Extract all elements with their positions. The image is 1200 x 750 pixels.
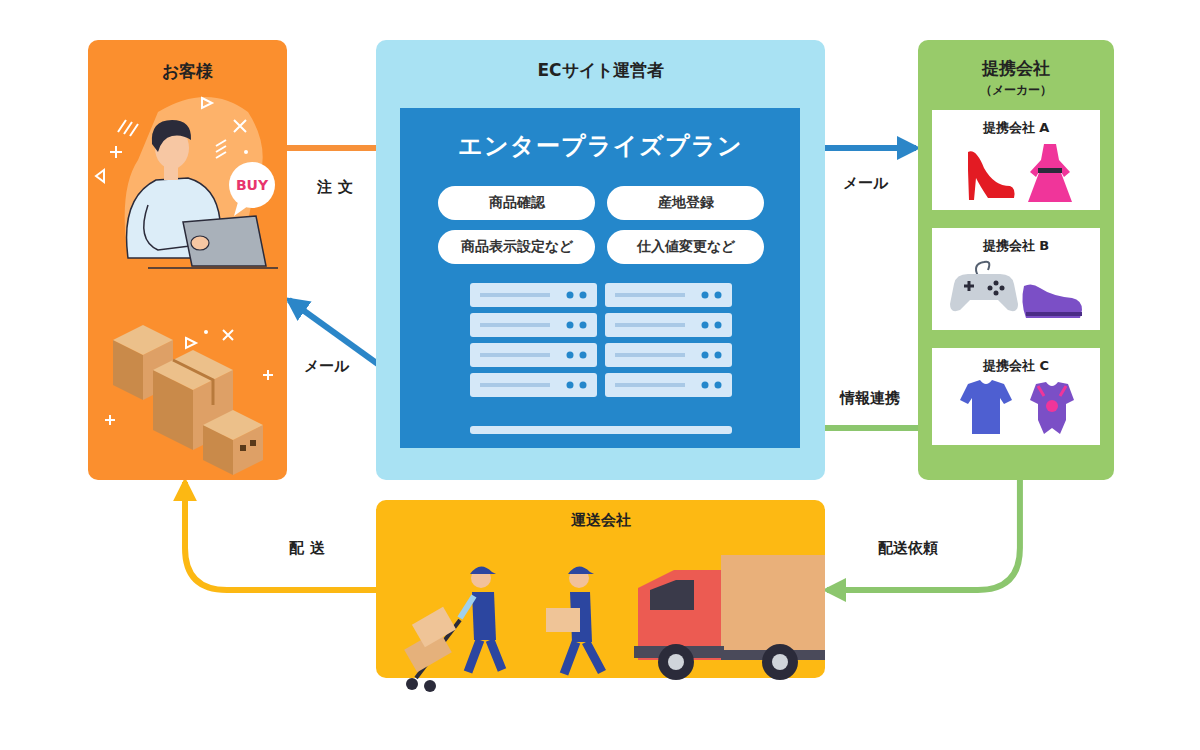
node-title: ECサイト運営者 [537, 59, 663, 82]
node-title: 商品確認 [489, 194, 545, 212]
node-title: お客様 [162, 60, 213, 83]
edge-label: 配送依頼 [875, 539, 941, 558]
node-title: 提携会社 [982, 57, 1050, 80]
feature-pill: 商品確認 [438, 186, 595, 220]
node-title: エンタープライズプラン [458, 130, 743, 162]
delivery-illustration [376, 500, 825, 700]
buy-badge-text: BUY [236, 177, 268, 193]
operator-box: ECサイト運営者 エンタープライズプラン商品確認 産地登録商品表示設定など 仕入値変… [376, 40, 825, 480]
node-title: 仕入値変更など [637, 238, 735, 256]
feature-pill: 産地登録 [607, 186, 764, 220]
customer-box: お客様 BUY [88, 40, 287, 480]
node-title: 産地登録 [658, 194, 714, 212]
node-title: 提携会社 C [983, 357, 1049, 375]
customer-illustration [88, 40, 287, 480]
edge-label: 配 送 [286, 539, 327, 558]
node-title: 提携会社 A [983, 119, 1050, 137]
edge-label: 情報連携 [837, 389, 903, 408]
company-card: 提携会社 C [932, 348, 1100, 445]
node-title: 提携会社 B [983, 237, 1049, 255]
edge-label: メール [840, 174, 891, 193]
node-title: 商品表示設定など [461, 238, 573, 256]
feature-pill: 商品表示設定など [438, 230, 595, 264]
company-card: 提携会社 A [932, 110, 1100, 210]
flow-arrow [185, 482, 376, 590]
shipping-box: 運送会社 [376, 500, 825, 678]
partner-box: 提携会社 （メーカー） 提携会社 A 提携会社 B 提携会社 C [918, 40, 1114, 480]
company-card: 提携会社 B [932, 228, 1100, 330]
flow-arrow [827, 480, 1020, 590]
node-title: 運送会社 [571, 511, 631, 530]
plan-box: エンタープライズプラン商品確認 産地登録商品表示設定など 仕入値変更など [400, 108, 800, 448]
edge-label: メール [301, 357, 352, 376]
node-subtitle: （メーカー） [980, 82, 1052, 99]
edge-label: 注 文 [314, 178, 355, 197]
feature-pill: 仕入値変更など [607, 230, 764, 264]
